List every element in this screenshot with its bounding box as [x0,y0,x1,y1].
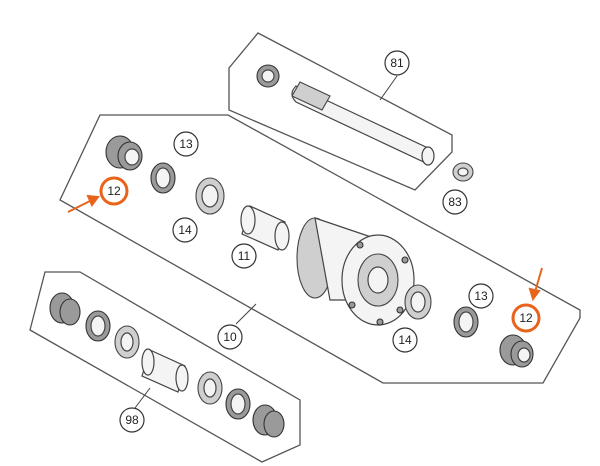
callout-11: 11 [231,243,257,269]
kit-98-parts [49,292,285,438]
spacer-12-right-part [499,334,534,368]
callout-83: 83 [442,189,468,215]
hub-body-part [296,217,415,326]
seal-13-right-part [453,306,479,338]
svg-text:12: 12 [107,184,121,198]
group-81-outline [228,32,453,191]
group-98-outline [29,271,301,463]
seal-13-left-part [150,162,176,194]
callout-12-left: 12 [99,176,129,206]
leader-10 [235,303,257,325]
bearing-14-right-part [404,284,432,320]
callout-98: 98 [119,407,145,433]
svg-text:14: 14 [178,223,192,237]
callout-14-right: 14 [392,327,418,353]
callout-10: 10 [217,324,243,350]
axle-part [291,81,435,166]
spacer-83-part [452,162,474,182]
svg-text:12: 12 [519,311,533,325]
group-10-outline [59,114,581,384]
svg-text:10: 10 [223,330,237,344]
callout-14-left: 14 [172,217,198,243]
callout-12-right: 12 [511,303,541,333]
svg-text:83: 83 [448,195,462,209]
svg-text:13: 13 [179,137,193,151]
callout-81: 81 [384,50,410,76]
leader-98 [134,387,151,409]
svg-text:13: 13 [474,289,488,303]
svg-text:11: 11 [238,249,251,263]
arrow-left-highlight [67,194,100,213]
callout-13-right: 13 [468,283,494,309]
svg-text:98: 98 [125,413,139,427]
spacer-12-left-part [105,135,143,171]
svg-text:14: 14 [398,333,412,347]
axle-nut-part [256,64,280,88]
leader-81 [379,75,398,101]
callout-13-left: 13 [173,131,199,157]
svg-text:81: 81 [390,56,404,70]
arrow-right-highlight [528,267,543,302]
sleeve-11-part [240,205,290,251]
bearing-14-left-part [195,177,225,215]
